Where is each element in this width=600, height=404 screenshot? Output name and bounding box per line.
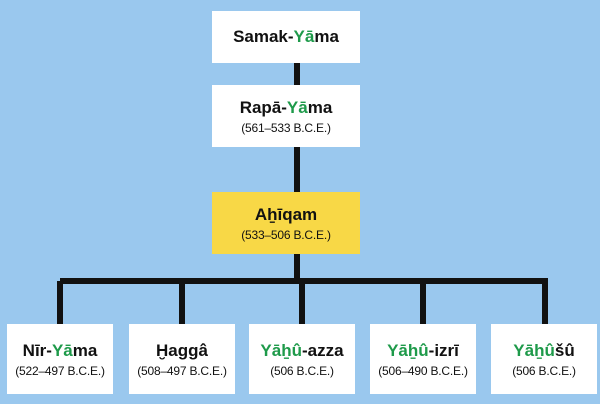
name-part: ma [72, 340, 98, 360]
name-part: Nīr- [22, 340, 52, 360]
node-name: Nīr-Yāma [23, 341, 98, 361]
node-name: Yāẖûšû [513, 341, 574, 361]
name-theophoric-part: Yā [293, 27, 315, 46]
node-dates: (508–497 B.C.E.) [137, 363, 227, 378]
node-dates: (506 B.C.E.) [270, 363, 334, 378]
node-dates: (533–506 B.C.E.) [241, 227, 331, 242]
node-samak-yama: Samak-Yāma [212, 11, 360, 63]
node-hagga: Ḫaggâ (508–497 B.C.E.) [129, 324, 235, 394]
name-theophoric-part: Yā [51, 340, 73, 360]
name-theophoric-part: Yāẖû [260, 340, 302, 360]
name-theophoric-part: Yā [286, 97, 308, 117]
node-dates: (522–497 B.C.E.) [15, 363, 105, 378]
name-part: Samak- [233, 27, 294, 46]
node-name: Aẖīqam [255, 205, 317, 225]
node-dates: (561–533 B.C.E.) [241, 120, 331, 135]
name-part: Rapā- [239, 97, 287, 117]
node-name: Rapā-Yāma [240, 98, 333, 118]
node-name: Yāẖû-izrī [387, 341, 459, 361]
node-dates: (506 B.C.E.) [512, 363, 576, 378]
node-yahusu: Yāẖûšû (506 B.C.E.) [491, 324, 597, 394]
node-name: Ḫaggâ [156, 341, 208, 361]
name-part: šû [554, 340, 575, 360]
name-part: -azza [301, 340, 344, 360]
name-part: Ḫaggâ [156, 340, 208, 360]
node-rapa-yama: Rapā-Yāma (561–533 B.C.E.) [212, 85, 360, 147]
name-part: ma [307, 97, 333, 117]
name-part: -izrī [428, 340, 459, 360]
name-theophoric-part: Yāẖû [513, 340, 555, 360]
node-ahiqam: Aẖīqam (533–506 B.C.E.) [212, 192, 360, 254]
node-dates: (506–490 B.C.E.) [378, 363, 468, 378]
name-theophoric-part: Yāẖû [387, 340, 429, 360]
name-part: ma [314, 27, 339, 46]
node-name: Samak-Yāma [233, 27, 339, 47]
node-nir-yama: Nīr-Yāma (522–497 B.C.E.) [7, 324, 113, 394]
node-name: Yāẖû-azza [260, 341, 343, 361]
name-part: Aẖīqam [254, 204, 318, 224]
node-yahu-azza: Yāẖû-azza (506 B.C.E.) [249, 324, 355, 394]
node-yahu-izri: Yāẖû-izrī (506–490 B.C.E.) [370, 324, 476, 394]
